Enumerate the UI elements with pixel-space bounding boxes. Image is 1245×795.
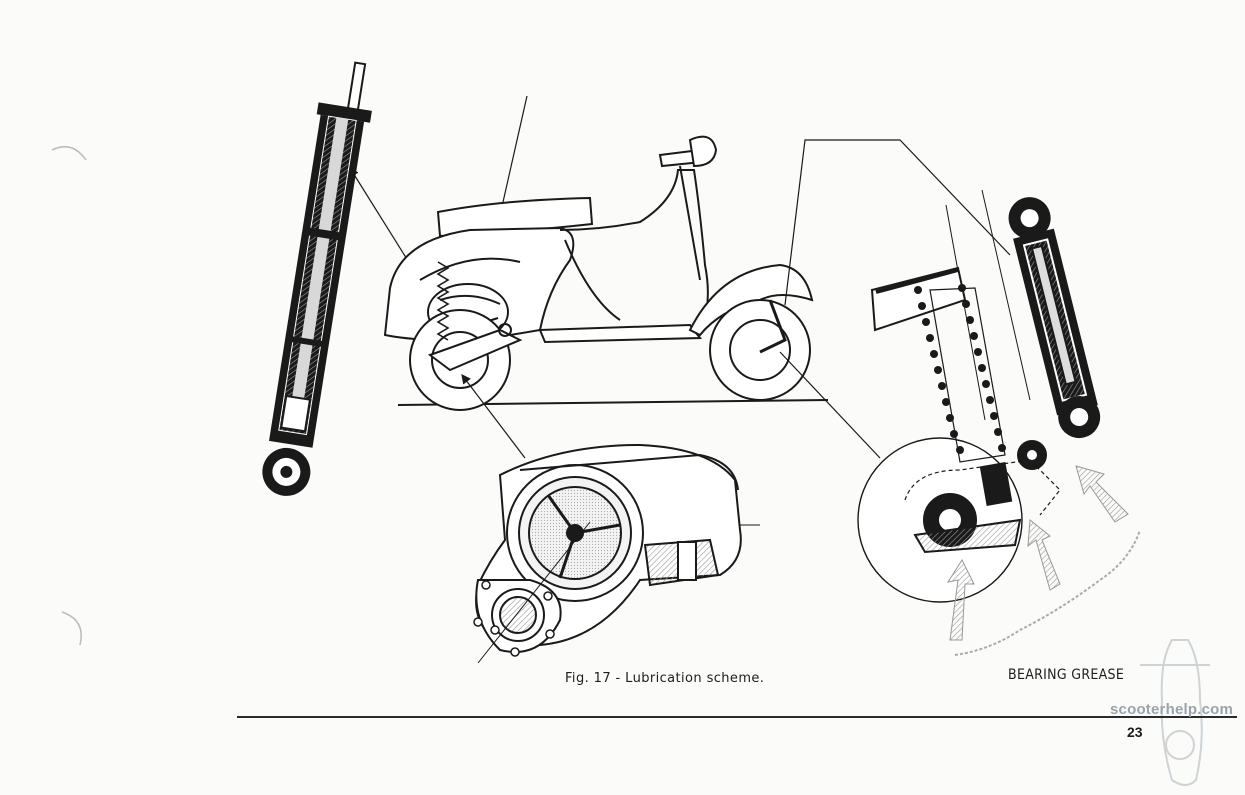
watermark-scooter-glyph: [1140, 639, 1210, 786]
figure-caption: Fig. 17 - Lubrication scheme.: [565, 671, 765, 686]
watermark-text: scooterhelp.com: [1110, 701, 1234, 718]
footer-rule: [237, 716, 1237, 718]
binding-mark-bottom: [61, 611, 82, 646]
front-suspension-detail: [857, 197, 1141, 656]
binding-mark-top: [51, 145, 87, 161]
scooter-illustration: [383, 135, 829, 411]
engine-detail: [473, 443, 742, 657]
bearing-grease-label: BEARING GREASE: [1008, 667, 1125, 683]
grease-arrows: [946, 465, 1129, 641]
page-number: 23: [1127, 724, 1143, 740]
front-shock-absorber: [262, 61, 372, 496]
